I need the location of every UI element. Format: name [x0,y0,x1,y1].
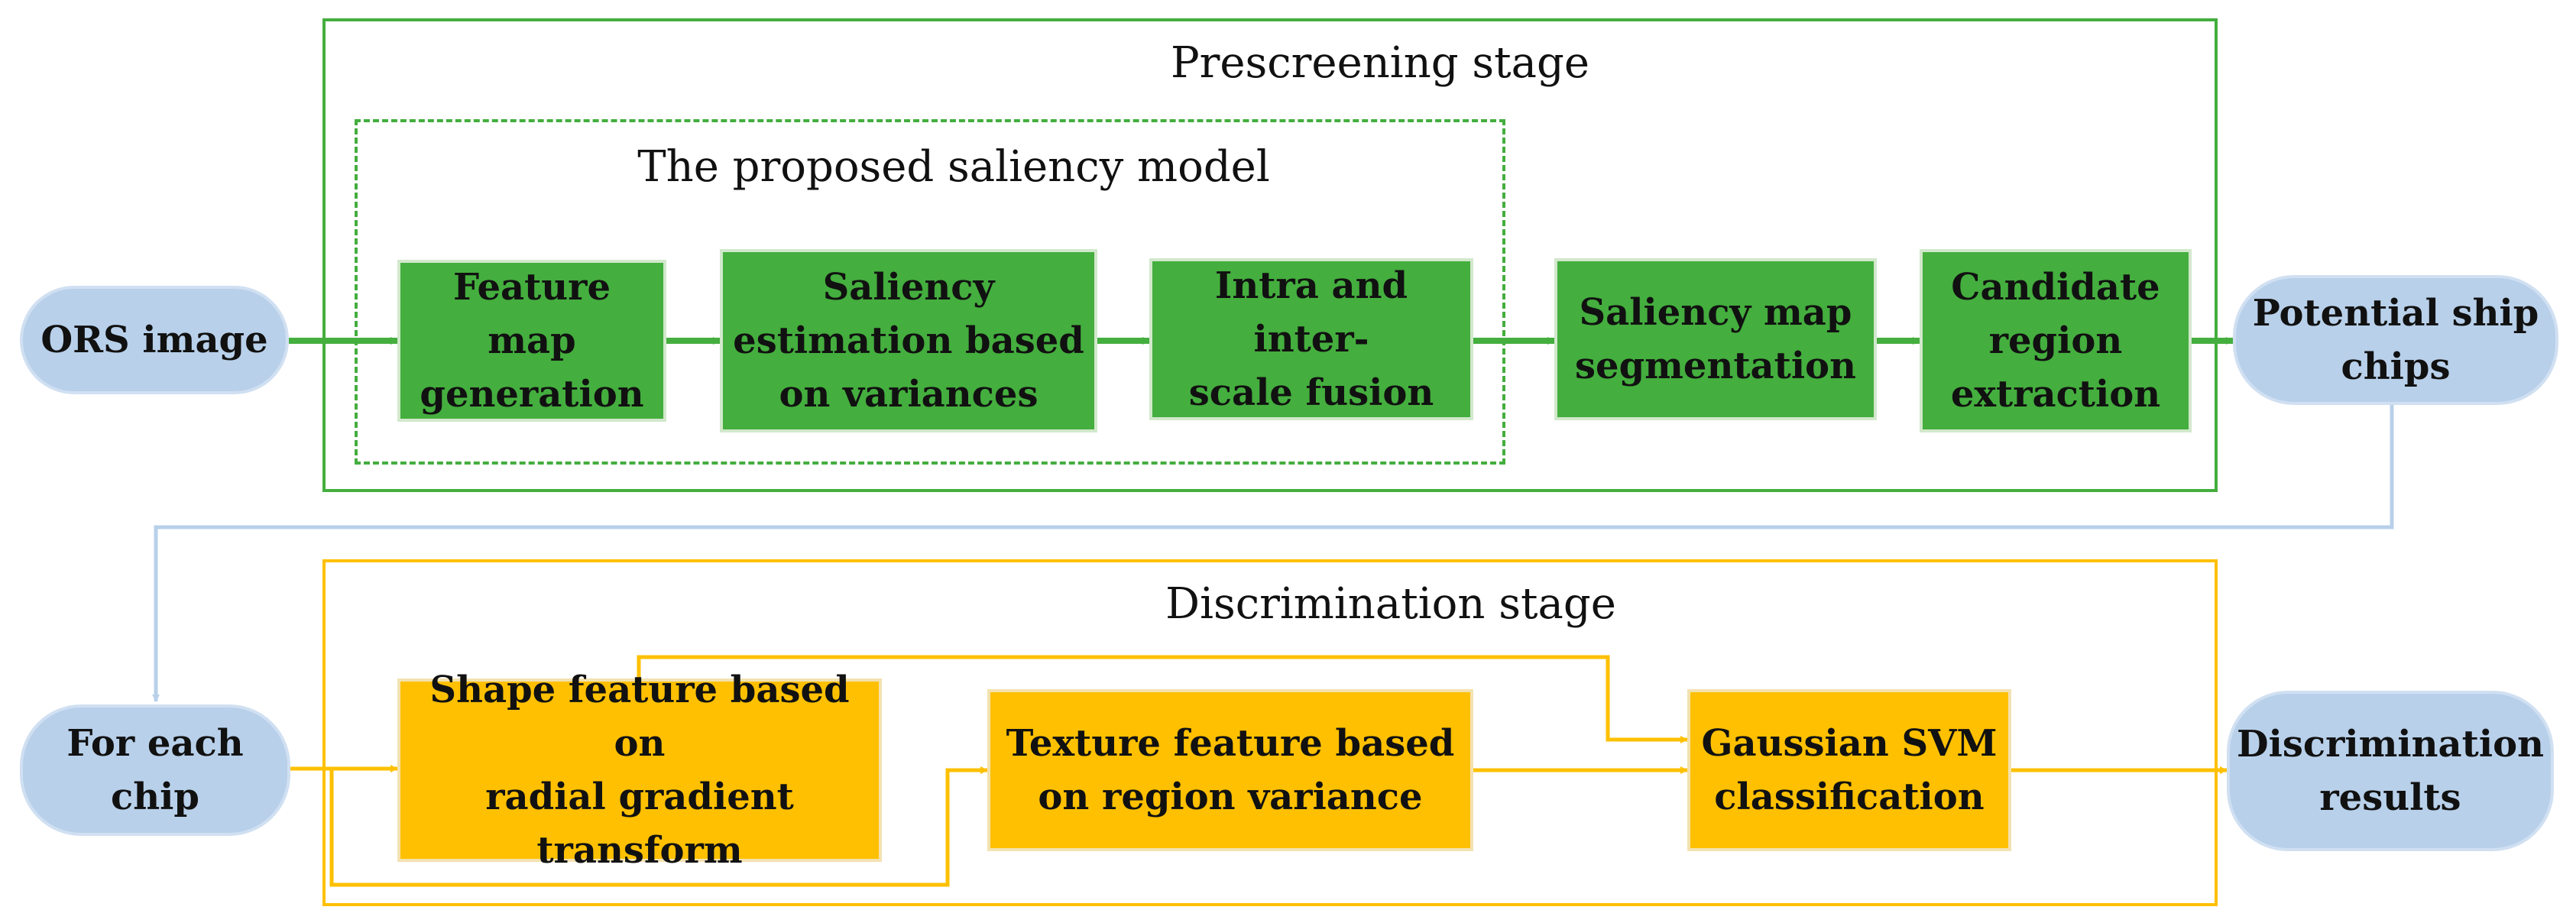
step-gaussian-svm-classification: Gaussian SVM classification [1687,689,2011,851]
arrow-shape-to-svm [637,655,1688,743]
step-intra-inter-scale-fusion: Intra and inter- scale fusion [1149,258,1473,420]
prescreening-stage-title: Prescreening stage [1170,38,1590,88]
input-terminal-ors-image: ORS image [20,286,289,394]
discrimination-stage-frame [322,559,2218,906]
for-each-chip-terminal: For each chip [20,704,290,836]
step-saliency-map-segmentation: Saliency map segmentation [1554,258,1877,420]
step-feature-map-generation: Feature map generation [397,260,666,422]
step-shape-feature: Shape feature based on radial gradient t… [397,669,882,872]
arrow-chips-to-each [152,405,2394,702]
potential-ship-chips-terminal: Potential ship chips [2233,275,2558,405]
saliency-model-title: The proposed saliency model [637,142,1270,192]
step-saliency-estimation: Saliency estimation based on variances [720,249,1097,432]
saliency-model-frame [355,119,1505,465]
discrimination-stage-title: Discrimination stage [1165,579,1616,629]
prescreening-stage-frame [322,18,2218,492]
step-candidate-region-extraction: Candidate region extraction [1920,249,2192,432]
discrimination-results-terminal: Discrimination results [2227,691,2554,851]
step-texture-feature: Texture feature based on region variance [987,689,1473,851]
arrow-each-to-texture [329,766,988,887]
